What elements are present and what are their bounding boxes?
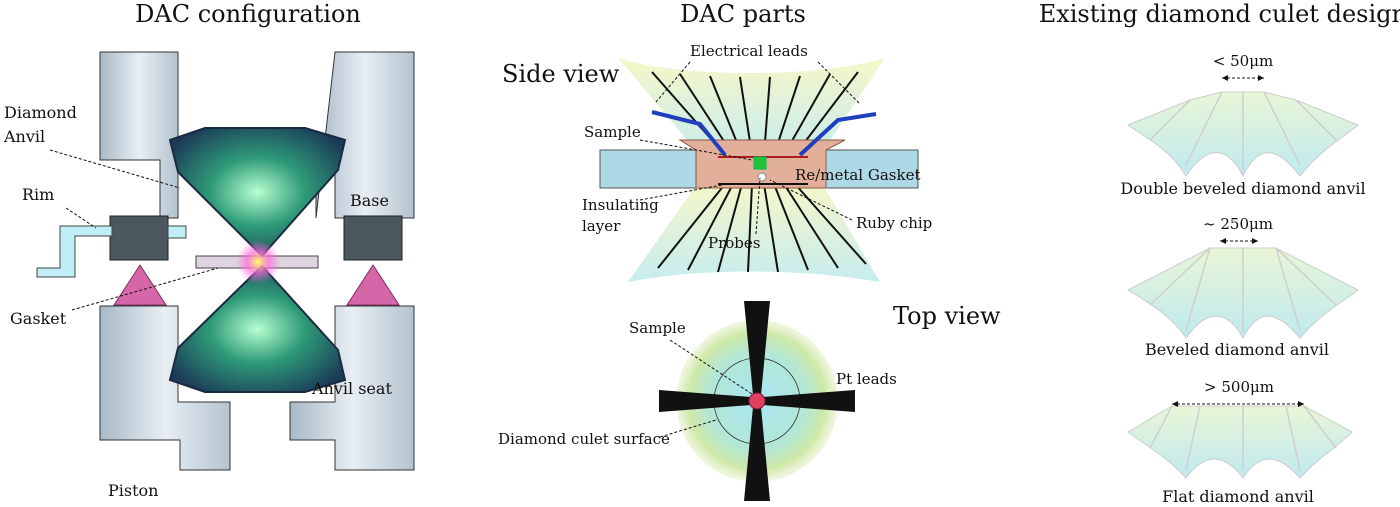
leader-rim bbox=[65, 207, 97, 229]
top-left-body bbox=[99, 51, 179, 219]
re-gasket-label: Re/metal Gasket bbox=[795, 166, 920, 184]
leader-ruby bbox=[769, 179, 853, 221]
design-2-name: Beveled diamond anvil bbox=[1145, 340, 1329, 359]
design-2-dim: ~ 250μm bbox=[1203, 215, 1273, 233]
label-diamond: Diamond bbox=[4, 103, 77, 122]
side-sample-label: Sample bbox=[584, 123, 641, 141]
leader-leads-left bbox=[655, 61, 691, 103]
heading-designs: Existing diamond culet designs bbox=[1039, 0, 1400, 28]
insulating-label-2: layer bbox=[582, 217, 621, 235]
design-1-name: Double beveled diamond anvil bbox=[1120, 179, 1365, 198]
sample-glow bbox=[236, 240, 280, 284]
label-anvil: Anvil bbox=[3, 127, 45, 146]
rim bbox=[36, 225, 113, 278]
lower-fan-lines bbox=[657, 183, 867, 273]
left-electrical-lead bbox=[651, 110, 727, 157]
label-piston: Piston bbox=[108, 481, 158, 500]
insulating-label-1: Insulating bbox=[582, 196, 659, 214]
electrical-leads-label: Electrical leads bbox=[690, 42, 808, 60]
culet-surface-label: Diamond culet surface bbox=[498, 430, 670, 448]
leader-diamond bbox=[49, 149, 181, 189]
top-right-body bbox=[315, 51, 415, 219]
top-sample bbox=[748, 392, 766, 410]
left-pink-seat bbox=[113, 264, 167, 306]
right-pink-seat bbox=[346, 264, 400, 306]
leader-side-sample bbox=[639, 139, 753, 161]
top-view-label: Top view bbox=[893, 302, 1001, 330]
dac-parts-panel: Side view Electrical leads Sample Re/met… bbox=[498, 42, 1001, 501]
ruby-chip bbox=[757, 172, 767, 182]
top-diamond bbox=[168, 127, 347, 258]
anvil-3-shape bbox=[1127, 405, 1353, 479]
leader-top-sample bbox=[669, 339, 753, 395]
design-3-name: Flat diamond anvil bbox=[1162, 487, 1314, 506]
side-view-label: Side view bbox=[502, 60, 620, 88]
gasket-left bbox=[599, 149, 697, 189]
pt-leads bbox=[659, 301, 855, 501]
label-rim: Rim bbox=[22, 185, 54, 204]
pt-leads-label: Pt leads bbox=[836, 370, 897, 388]
design-3-dim: > 500μm bbox=[1204, 378, 1274, 396]
bottom-diamond bbox=[168, 264, 347, 393]
right-electrical-lead bbox=[798, 112, 877, 157]
side-sample bbox=[753, 156, 767, 170]
leader-gasket bbox=[71, 267, 219, 311]
left-seat-block bbox=[109, 215, 169, 261]
design-double-beveled: < 50μm Double beveled diamond anvil bbox=[1120, 52, 1365, 198]
design-beveled: ~ 250μm Beveled diamond anvil bbox=[1126, 215, 1359, 359]
rim-right bbox=[167, 225, 187, 239]
label-base: Base bbox=[350, 191, 389, 210]
dac-configuration-panel: Diamond Anvil Rim Base Gasket Anvil seat… bbox=[3, 51, 415, 500]
piston-body bbox=[99, 305, 231, 471]
probes-label: Probes bbox=[708, 234, 760, 252]
heading-parts: DAC parts bbox=[680, 0, 806, 28]
leader-probes bbox=[755, 177, 761, 235]
design-flat: > 500μm Flat diamond anvil bbox=[1127, 378, 1353, 506]
right-seat-block bbox=[343, 215, 403, 261]
lower-anvil-fan bbox=[628, 180, 880, 282]
label-anvil-seat: Anvil seat bbox=[311, 379, 392, 398]
heading-config: DAC configuration bbox=[135, 0, 361, 28]
leader-insulating bbox=[639, 184, 723, 201]
label-gasket: Gasket bbox=[10, 309, 67, 328]
ruby-label: Ruby chip bbox=[856, 214, 932, 232]
bottom-right-body bbox=[289, 305, 415, 471]
top-sample-label: Sample bbox=[629, 319, 686, 337]
design-1-dim: < 50μm bbox=[1213, 52, 1273, 70]
culet-designs-panel: < 50μm Double beveled diamond anvil ~ 25… bbox=[1120, 52, 1365, 506]
